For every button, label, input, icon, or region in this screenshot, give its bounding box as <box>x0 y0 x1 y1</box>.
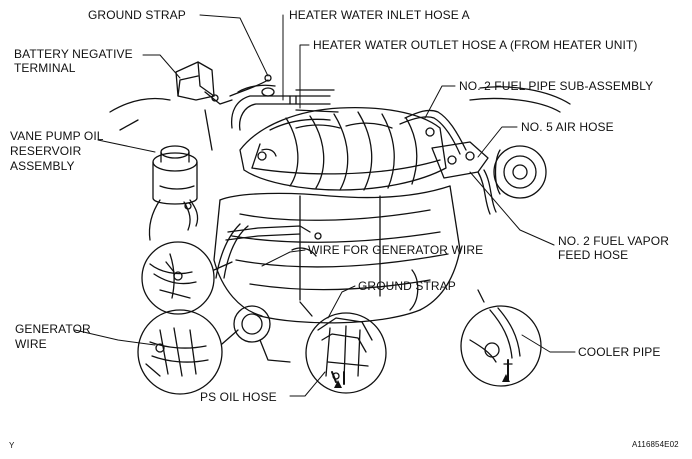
arrow-markers <box>334 374 510 388</box>
label-vane-pump-line2: RESERVOIR <box>10 144 82 158</box>
body-outline-right <box>469 86 571 199</box>
label-battery-terminal-line1: BATTERY NEGATIVE <box>14 47 133 61</box>
label-fuel-vapor-line1: NO. 2 FUEL VAPOR <box>558 234 669 248</box>
label-battery-terminal-line2: TERMINAL <box>14 61 76 75</box>
detail-circle-1 <box>141 241 233 315</box>
detail-circle-2 <box>137 309 239 395</box>
detail-circle-4 <box>460 289 542 387</box>
engine-block <box>213 185 461 363</box>
fuel-pipe <box>399 109 497 215</box>
label-ground-strap-top: GROUND STRAP <box>88 8 186 22</box>
label-fuel-pipe: NO. 2 FUEL PIPE SUB-ASSEMBLY <box>459 79 654 93</box>
label-ground-strap-mid: GROUND STRAP <box>358 279 456 293</box>
label-heater-inlet-hose: HEATER WATER INLET HOSE A <box>289 8 470 22</box>
leader-lines <box>74 14 576 397</box>
label-generator-wire-line2: WIRE <box>15 337 47 351</box>
intake-manifold <box>239 107 447 191</box>
vane-pump-reservoir <box>148 145 199 241</box>
detail-circle-3 <box>299 301 387 394</box>
label-ps-oil-hose: PS OIL HOSE <box>200 390 277 404</box>
label-vane-pump-line1: VANE PUMP OIL <box>10 129 104 143</box>
battery-terminal <box>175 61 272 105</box>
left-body-edge <box>109 97 213 151</box>
label-vane-pump-line3: ASSEMBLY <box>10 159 75 173</box>
left-hose <box>215 223 322 279</box>
heater-hoses <box>230 84 339 131</box>
label-heater-outlet-hose: HEATER WATER OUTLET HOSE A (FROM HEATER … <box>313 38 638 52</box>
label-air-hose: NO. 5 AIR HOSE <box>521 120 614 134</box>
label-generator-wire-line1: GENERATOR <box>15 322 91 336</box>
corner-mark: Y <box>9 441 15 450</box>
label-fuel-vapor-line2: FEED HOSE <box>558 248 629 262</box>
label-wire-for-generator: WIRE FOR GENERATOR WIRE <box>308 243 484 257</box>
label-cooler-pipe: COOLER PIPE <box>578 345 661 359</box>
figure-id: A116854E02 <box>632 440 679 449</box>
